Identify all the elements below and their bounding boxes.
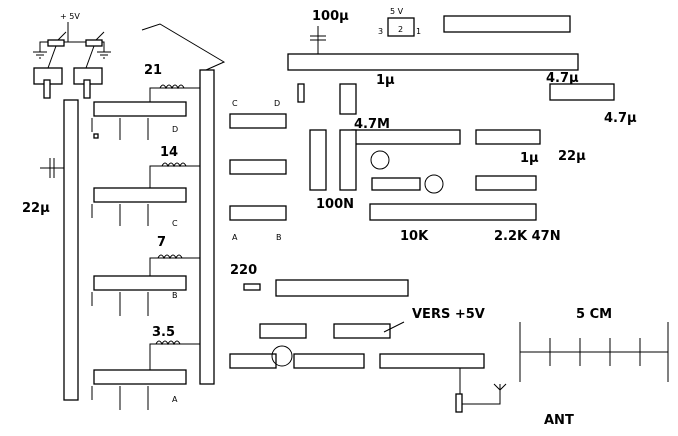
lower-strip-e: [379, 353, 485, 369]
switch-block-mid: [229, 159, 287, 175]
resistor: [43, 79, 51, 99]
res-4-7m-label: 4.7M: [354, 117, 390, 132]
antenna-icon: [493, 383, 507, 391]
conn-d-label: D: [274, 99, 280, 108]
supply-label: + 5V: [60, 12, 80, 21]
cap-block: [339, 129, 357, 191]
cap-22u-left-label: 22µ: [22, 201, 50, 216]
ground-symbol: [33, 51, 47, 59]
top-right-strip: [443, 15, 571, 33]
mid-strip: [351, 129, 461, 145]
res-220-label: 220: [230, 263, 257, 278]
scale-label: 5 CM: [576, 307, 612, 322]
reg-pin3-label: 3: [378, 27, 383, 36]
coil-icon: [157, 254, 183, 260]
trimmer-pot-1: [47, 39, 65, 47]
band-module-7: 7 B: [91, 235, 200, 316]
cap-22u-right-label: 22µ: [558, 149, 586, 164]
strip-220: [275, 279, 409, 297]
lower-strip-c: [229, 353, 277, 369]
trimmer-pot-2: [85, 39, 103, 47]
band-21-label: 21: [144, 63, 162, 78]
scale-bar: [519, 322, 669, 382]
conn-b-label: B: [276, 233, 282, 242]
center-bus-strip: [199, 69, 215, 385]
band-3-5-label: 3.5: [152, 325, 175, 340]
coil-icon: [161, 162, 187, 168]
lower-strip-d: [293, 353, 365, 369]
right-strip-a: [549, 83, 615, 101]
band-3-5-strip-a: [93, 369, 187, 385]
band-module-3-5: 3.5 A: [91, 325, 200, 410]
cap-4-7u-b-label: 4.7µ: [604, 111, 637, 126]
cap-100n-block: [309, 129, 327, 191]
resistor: [83, 79, 91, 99]
reg-pin1-label: 1: [416, 27, 421, 36]
coil-icon: [159, 84, 185, 90]
band-module-21: 21 D: [91, 63, 200, 140]
connector-icon: [93, 133, 99, 139]
cap-4-7u-a-label: 4.7µ: [546, 71, 579, 86]
resistor: [243, 283, 261, 291]
transistor-icon: [271, 345, 293, 367]
cap-100u-label: 100µ: [312, 9, 349, 24]
right-strip-c: [475, 175, 537, 191]
bottom-strip: [369, 203, 537, 221]
band-21-strip-a: [93, 101, 187, 117]
switch-block-top: [229, 113, 287, 129]
band-7-label: 7: [157, 235, 166, 250]
right-strip-b: [475, 129, 541, 145]
reg-pin2-label: 2: [398, 25, 403, 34]
ground-symbol: [97, 51, 111, 59]
reg-top-label: 5 V: [390, 7, 404, 16]
vers-5v-label: VERS +5V: [412, 307, 485, 322]
res-10k-label: 10K: [400, 229, 429, 244]
small-strip: [371, 177, 421, 191]
cap-1u-b-label: 1µ: [520, 151, 539, 166]
transistor-icon: [424, 174, 444, 194]
ant-label: ANT: [544, 413, 574, 428]
lower-strip-b: [333, 323, 391, 339]
res-2-2k-47n-label: 2.2K 47N: [494, 229, 561, 244]
cap-1u-a-label: 1µ: [376, 73, 395, 88]
band-21-out-label: D: [172, 125, 178, 134]
band-14-label: 14: [160, 145, 178, 160]
band-7-out-label: B: [172, 291, 178, 300]
band-module-14: 14 C: [91, 145, 200, 228]
component-block: [339, 83, 357, 115]
main-rail-strip: [287, 53, 579, 71]
switch-block-bottom: [229, 205, 287, 221]
band-7-strip-a: [93, 275, 187, 291]
band-3-5-out-label: A: [172, 395, 178, 404]
band-14-strip-a: [93, 187, 187, 203]
cap-100n-label: 100N: [316, 197, 354, 212]
resistor: [455, 393, 463, 413]
conn-a-label: A: [232, 233, 238, 242]
voltage-regulator: [387, 17, 415, 37]
band-14-out-label: C: [172, 219, 178, 228]
transistor-icon: [370, 150, 390, 170]
coil-icon: [155, 340, 181, 346]
resistor: [297, 83, 305, 103]
conn-c-label: C: [232, 99, 238, 108]
lower-strip-a: [259, 323, 307, 339]
left-bus-strip: [63, 99, 79, 401]
